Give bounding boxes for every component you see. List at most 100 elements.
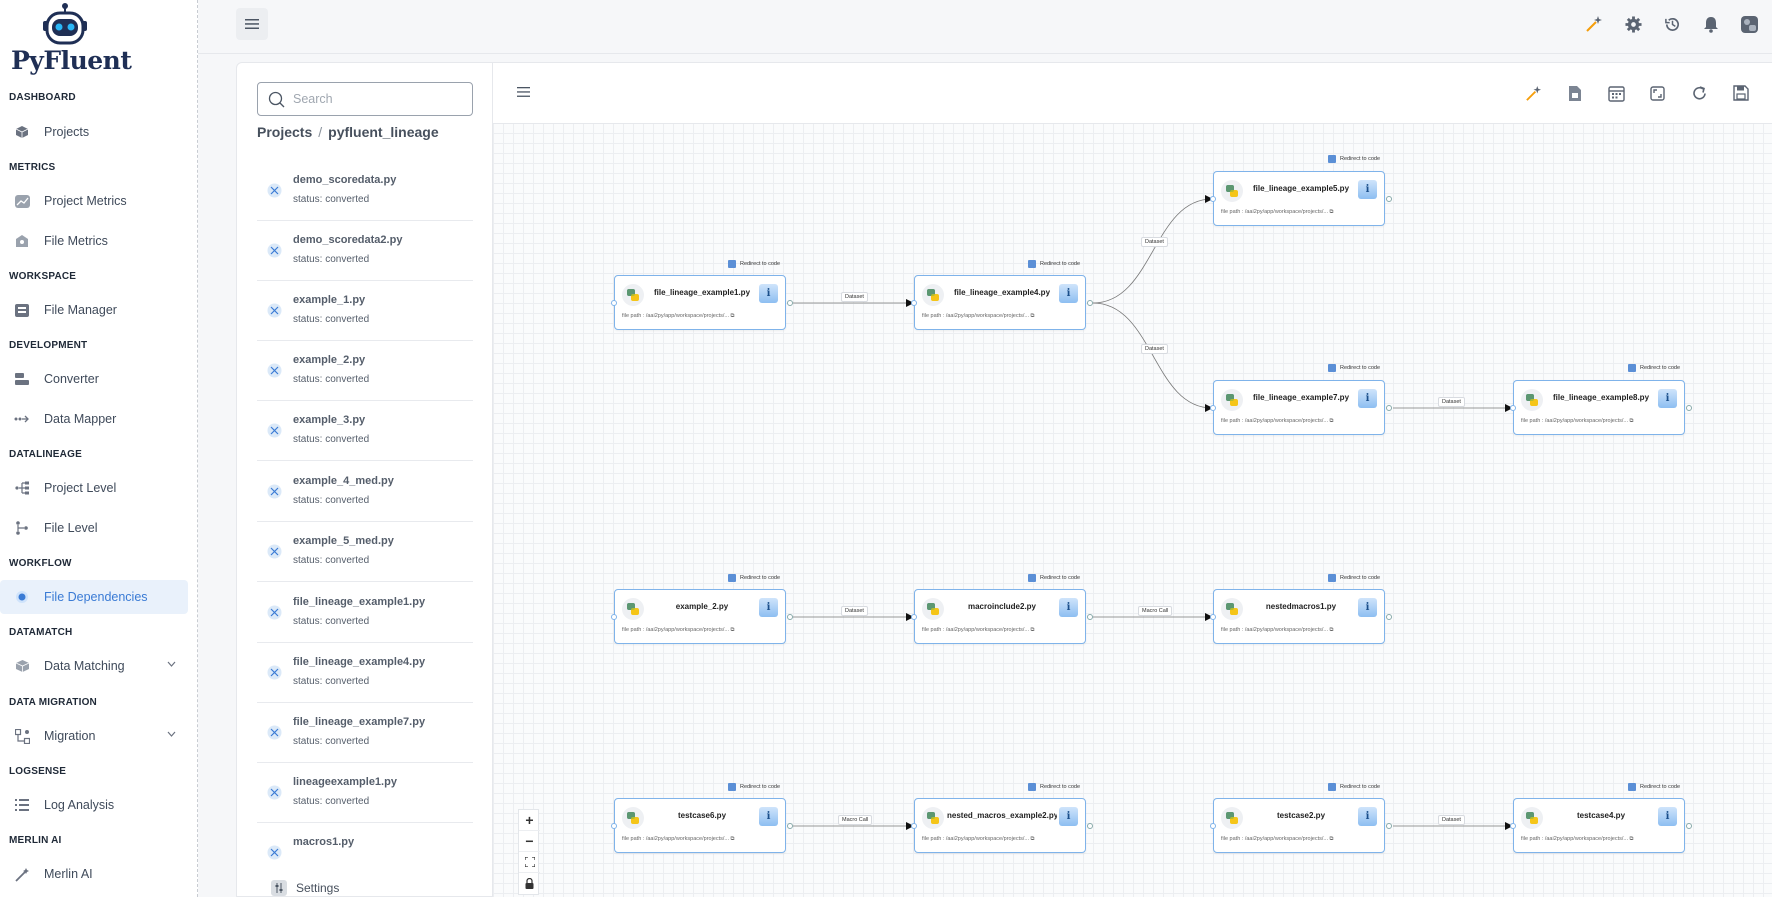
nav-item-project-level[interactable]: Project Level — [0, 471, 188, 505]
redirect-to-code-link[interactable]: Redirect to code — [728, 574, 780, 582]
node-info-button[interactable]: i — [1358, 180, 1377, 199]
node-input-handle[interactable] — [911, 300, 917, 306]
node-input-handle[interactable] — [611, 300, 617, 306]
node-input-handle[interactable] — [1210, 405, 1216, 411]
history-button[interactable] — [1662, 14, 1682, 34]
nav-item-merlin-ai[interactable]: Merlin AI — [0, 857, 188, 891]
redirect-to-code-link[interactable]: Redirect to code — [1328, 783, 1380, 791]
redirect-to-code-link[interactable]: Redirect to code — [1628, 783, 1680, 791]
node-output-handle[interactable] — [1686, 823, 1692, 829]
node-output-handle[interactable] — [1386, 405, 1392, 411]
node-output-handle[interactable] — [1686, 405, 1692, 411]
redirect-to-code-link[interactable]: Redirect to code — [728, 783, 780, 791]
fit-screen-button[interactable] — [1647, 83, 1667, 103]
redirect-to-code-link[interactable]: Redirect to code — [728, 260, 780, 268]
node-output-handle[interactable] — [787, 300, 793, 306]
node-output-handle[interactable] — [1386, 196, 1392, 202]
node-input-handle[interactable] — [1210, 196, 1216, 202]
redirect-to-code-link[interactable]: Redirect to code — [1028, 260, 1080, 268]
canvas-menu-button[interactable] — [517, 84, 530, 102]
node-input-handle[interactable] — [1510, 405, 1516, 411]
redirect-to-code-link[interactable]: Redirect to code — [1328, 155, 1380, 163]
nav-item-file-manager[interactable]: File Manager — [0, 293, 188, 327]
node-output-handle[interactable] — [1087, 823, 1093, 829]
node-input-handle[interactable] — [1510, 823, 1516, 829]
breadcrumb-root[interactable]: Projects — [257, 124, 313, 140]
hamburger-menu-button[interactable] — [236, 8, 268, 40]
node-info-button[interactable]: i — [759, 807, 778, 826]
nav-item-file-metrics[interactable]: File Metrics — [0, 224, 188, 258]
nav-item-file-level[interactable]: File Level — [0, 511, 188, 545]
nav-item-data-matching[interactable]: Data Matching — [0, 649, 188, 683]
redirect-to-code-link[interactable]: Redirect to code — [1328, 364, 1380, 372]
search-input[interactable] — [293, 92, 463, 106]
node-info-button[interactable]: i — [1658, 807, 1677, 826]
nav-item-projects[interactable]: Projects — [0, 115, 188, 149]
node-output-handle[interactable] — [1087, 300, 1093, 306]
magic-wand-button[interactable] — [1584, 14, 1604, 34]
calendar-button[interactable] — [1606, 83, 1626, 103]
node-info-button[interactable]: i — [759, 284, 778, 303]
nav-item-log-analysis[interactable]: Log Analysis — [0, 788, 188, 822]
node-info-button[interactable]: i — [1059, 284, 1078, 303]
node-info-button[interactable]: i — [1358, 807, 1377, 826]
node-output-handle[interactable] — [1386, 823, 1392, 829]
settings-button[interactable]: Settings — [271, 880, 339, 896]
zoom-out-button[interactable]: − — [519, 831, 540, 852]
redirect-to-code-link[interactable]: Redirect to code — [1328, 574, 1380, 582]
node-info-button[interactable]: i — [1059, 598, 1078, 617]
save-button[interactable] — [1731, 83, 1751, 103]
node-input-handle[interactable] — [1210, 614, 1216, 620]
node-input-handle[interactable] — [911, 823, 917, 829]
file-list-item[interactable]: macros1.py — [257, 823, 473, 873]
logo[interactable]: PyFluent — [0, 0, 132, 80]
redirect-to-code-link[interactable]: Redirect to code — [1028, 783, 1080, 791]
auto-layout-button[interactable] — [1523, 83, 1543, 103]
node-output-handle[interactable] — [1087, 614, 1093, 620]
redirect-to-code-link[interactable]: Redirect to code — [1628, 364, 1680, 372]
node-info-button[interactable]: i — [1658, 389, 1677, 408]
nav-item-data-mapper[interactable]: Data Mapper — [0, 402, 188, 436]
fit-view-button[interactable] — [519, 852, 540, 873]
node-info-button[interactable]: i — [1059, 807, 1078, 826]
notifications-button[interactable] — [1701, 14, 1721, 34]
node-info-button[interactable]: i — [1358, 389, 1377, 408]
node-info-button[interactable]: i — [1358, 598, 1377, 617]
settings-button[interactable] — [1623, 14, 1643, 34]
refresh-button[interactable] — [1689, 83, 1709, 103]
zoom-in-button[interactable]: + — [519, 810, 540, 831]
flow-canvas[interactable]: Dataset Dataset Dataset Dataset Dataset … — [493, 62, 1772, 897]
node-output-handle[interactable] — [1386, 614, 1392, 620]
lock-button[interactable] — [519, 873, 540, 894]
profile-button[interactable] — [1739, 14, 1759, 34]
node-input-handle[interactable] — [1210, 823, 1216, 829]
node-info-button[interactable]: i — [759, 598, 778, 617]
export-file-button[interactable] — [1565, 83, 1585, 103]
redirect-to-code-link[interactable]: Redirect to code — [1028, 574, 1080, 582]
nav-item-converter[interactable]: Converter — [0, 362, 188, 396]
node-output-handle[interactable] — [787, 614, 793, 620]
search-box[interactable] — [257, 82, 473, 116]
node-input-handle[interactable] — [611, 823, 617, 829]
node-output-handle[interactable] — [787, 823, 793, 829]
node-input-handle[interactable] — [611, 614, 617, 620]
nav-item-file-dependencies[interactable]: File Dependencies — [0, 580, 188, 614]
